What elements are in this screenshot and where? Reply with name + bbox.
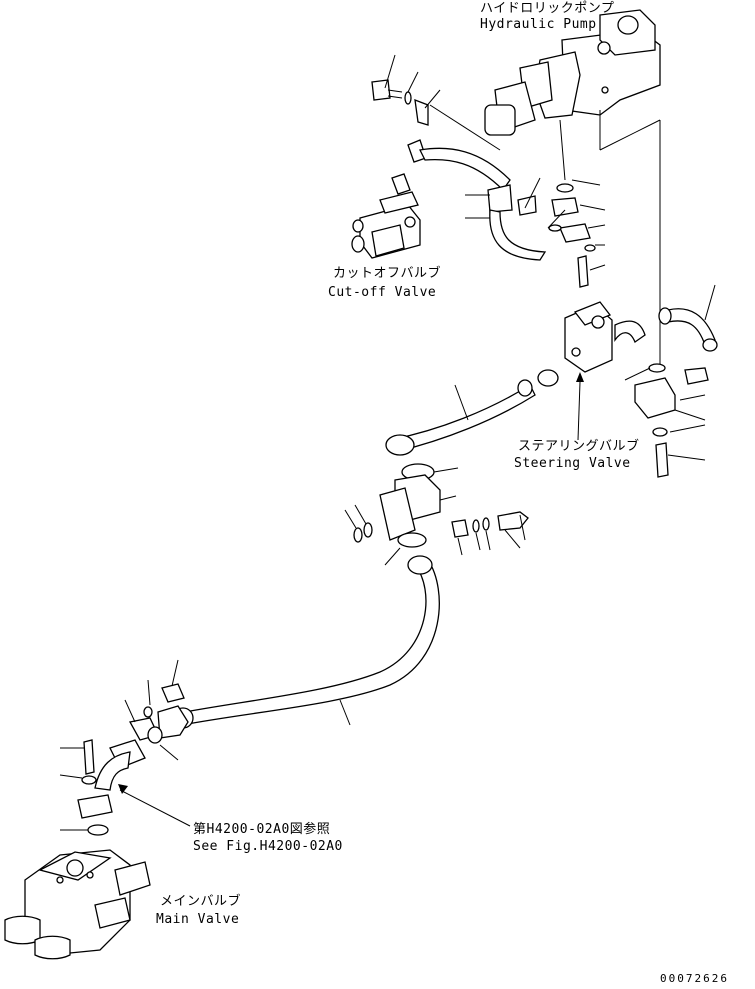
main-valve-label-en: Main Valve — [156, 912, 239, 927]
steering-valve-label-jp: ステアリングバルブ — [518, 438, 640, 454]
cutoff-valve — [351, 139, 427, 259]
see-fig-label-en: See Fig.H4200-02A0 — [193, 839, 343, 854]
steering-valve-label-en: Steering Valve — [514, 456, 631, 471]
pump-to-cutoff-hose — [489, 209, 547, 261]
main-valve-elbow — [59, 739, 146, 836]
see-fig-pointer — [119, 789, 191, 827]
cutoff-hose-upper — [419, 104, 511, 192]
drawing-number: 00072626 — [660, 972, 729, 985]
middle-flange-assembly — [344, 463, 529, 566]
top-bolt-assembly — [371, 54, 441, 126]
hydraulic-pump — [484, 9, 661, 181]
cutoff-valve-label-jp: カットオフバルブ — [333, 265, 441, 281]
hydraulic-pump-label-en: Hydraulic Pump — [480, 17, 597, 32]
long-hose — [181, 559, 440, 726]
hydraulic-pump-label-jp: ハイドロリックポンプ — [480, 1, 614, 16]
main-valve-label-jp: メインバルブ — [160, 893, 241, 909]
steering-valve — [537, 301, 646, 387]
steering-to-flange-hose — [389, 384, 536, 453]
right-side-fittings — [624, 284, 718, 478]
see-fig-label-jp: 第H4200-02A0図参照 — [193, 821, 330, 837]
steering-valve-pointer — [577, 381, 581, 441]
cutoff-valve-label-en: Cut-off Valve — [328, 285, 436, 300]
pump-flange-assembly — [487, 177, 606, 288]
lower-flange-assembly — [124, 659, 189, 761]
main-valve — [4, 849, 151, 960]
